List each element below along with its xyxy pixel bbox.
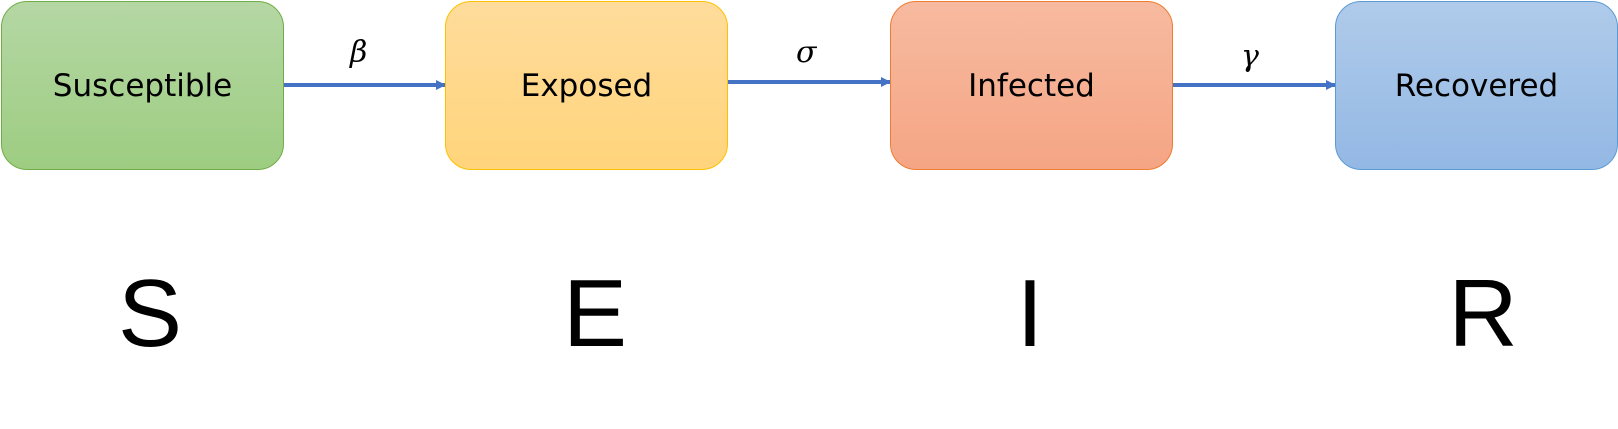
node-label-infected: Infected (968, 67, 1095, 104)
node-label-recovered: Recovered (1394, 67, 1559, 104)
letter-r: R (1448, 260, 1518, 367)
node-label-susceptible: Susceptible (52, 67, 233, 104)
rate-sigma-label: σ (796, 35, 817, 70)
node-exposed: Exposed (445, 1, 728, 170)
rate-gamma-label: γ (1241, 39, 1259, 74)
letter-e: E (562, 260, 628, 367)
node-label-exposed: Exposed (520, 67, 653, 104)
letter-i: I (1016, 260, 1044, 367)
node-infected: Infected (890, 1, 1173, 170)
node-susceptible: Susceptible (1, 1, 284, 170)
letter-s: S (117, 260, 183, 367)
rate-beta-label: β (350, 35, 368, 70)
node-recovered: Recovered (1335, 1, 1618, 170)
